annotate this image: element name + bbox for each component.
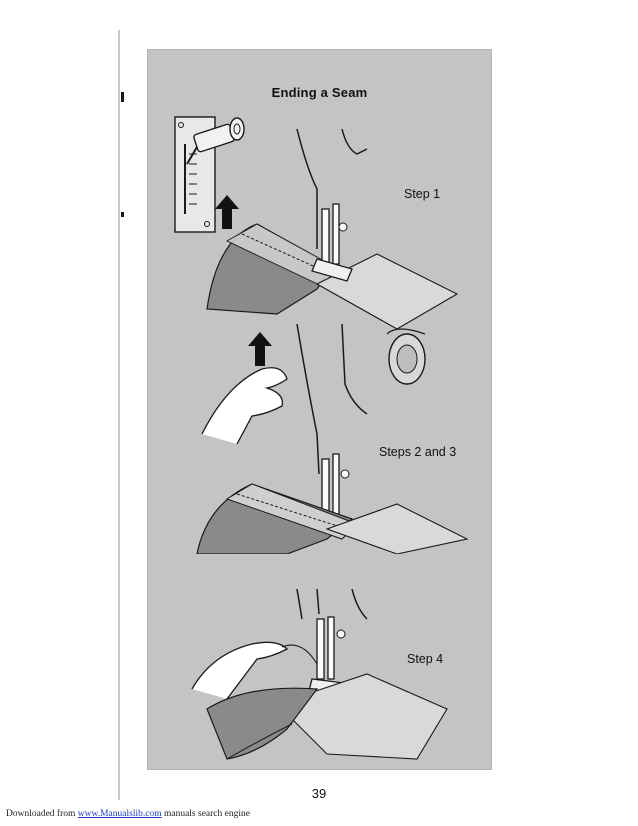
handwheel-icon bbox=[386, 328, 426, 385]
page-title: Ending a Seam bbox=[271, 85, 368, 100]
step-4-label: Step 4 bbox=[407, 652, 444, 666]
instruction-panel: Ending a Seam bbox=[147, 49, 492, 770]
footer-suffix: manuals search engine bbox=[163, 809, 250, 819]
scan-mark bbox=[121, 92, 124, 102]
step-1-illustration bbox=[174, 116, 459, 330]
up-arrow-icon bbox=[215, 195, 239, 229]
step-4-illustration bbox=[191, 589, 448, 760]
page-number: 39 bbox=[311, 786, 327, 801]
fabric-shape bbox=[206, 687, 319, 760]
stitch-dial-icon bbox=[174, 116, 245, 233]
manualslib-link[interactable]: www.Manualslib.com bbox=[77, 809, 162, 819]
hand-shape bbox=[201, 367, 288, 445]
steps-2-3-illustration bbox=[196, 324, 469, 554]
step-1-label: Step 1 bbox=[404, 187, 441, 201]
steps-2-3-label: Steps 2 and 3 bbox=[379, 445, 457, 459]
sewing-bed bbox=[275, 673, 448, 760]
hand-shape bbox=[191, 641, 289, 700]
footer: Downloaded from www.Manualslib.com manua… bbox=[6, 809, 250, 819]
scan-edge bbox=[118, 30, 120, 800]
scan-mark bbox=[121, 212, 124, 217]
footer-prefix: Downloaded from bbox=[6, 809, 76, 819]
up-arrow-icon bbox=[248, 332, 272, 366]
